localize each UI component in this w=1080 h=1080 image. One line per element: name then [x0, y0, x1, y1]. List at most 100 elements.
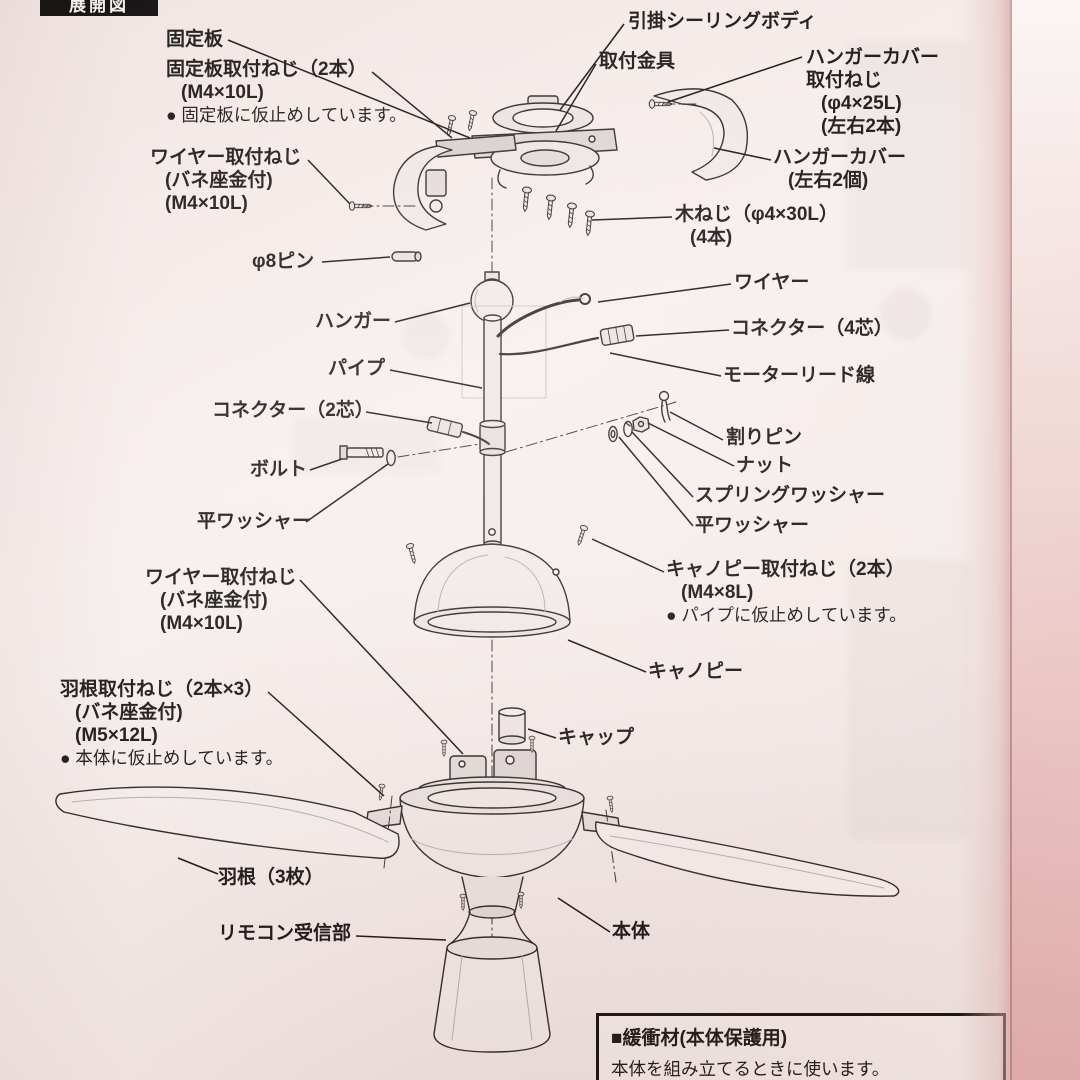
section-header-tag: 展開図 — [40, 0, 158, 16]
label-line: パイプ — [328, 358, 386, 379]
part-wood-screws — [519, 186, 596, 237]
label-line: ハンガーカバー — [806, 47, 940, 68]
part-hanger-ball — [470, 271, 514, 323]
callout-canopy-screws: キャノピー取付ねじ（2本） (M4×8L) ● パイプに仮止めしています。 — [666, 558, 907, 627]
callout-hanger: ハンガー — [315, 310, 391, 333]
label-line: (M5×12L) — [75, 725, 158, 746]
callout-ceiling-body: 引掛シーリングボディ — [628, 10, 817, 33]
callout-bolt: ボルト — [250, 458, 307, 481]
label-line: (左右2本) — [821, 116, 902, 137]
label-line: (M4×10L) — [181, 82, 264, 103]
part-bolt-washer — [339, 443, 481, 467]
label-line: (バネ座金付) — [75, 702, 183, 723]
label-line: ● 本体に仮止めしています。 — [60, 748, 284, 768]
label-line: キャノピー取付ねじ（2本） — [666, 559, 905, 580]
callout-cap: キャップ — [558, 726, 634, 749]
bleed-through-mark — [880, 288, 932, 340]
label-line: 羽根（3枚） — [218, 867, 324, 888]
bleed-through-mark — [402, 312, 450, 360]
callout-spring-washer: スプリングワッシャー — [695, 484, 885, 507]
part-hanger-cover-left — [348, 145, 453, 231]
section-header-label: 展開図 — [69, 0, 129, 15]
callout-wire-screw-upper: ワイヤー取付ねじ (バネ座金付) (M4×10L) — [150, 146, 301, 215]
part-blades — [55, 786, 900, 897]
callout-canopy: キャノピー — [648, 660, 743, 683]
leader-lines — [177, 23, 803, 941]
label-line: (M4×8L) — [681, 582, 754, 603]
label-line: 羽根取付ねじ（2本×3） — [60, 679, 264, 700]
label-line: 固定板 — [166, 29, 224, 50]
cushion-note-body: 本体を組み立てるときに使います。 — [611, 1059, 890, 1079]
callout-blade-screws: 羽根取付ねじ（2本×3） (バネ座金付) (M5×12L) ● 本体に仮止めして… — [60, 678, 283, 770]
label-line: リモコン受信部 — [218, 923, 352, 944]
part-ceiling-body — [492, 95, 594, 134]
label-line: (バネ座金付) — [165, 170, 273, 191]
label-line: スプリングワッシャー — [695, 485, 886, 506]
callout-wire-screw-lower: ワイヤー取付ねじ (バネ座金付) (M4×10L) — [145, 566, 296, 635]
label-line: (左右2個) — [788, 170, 869, 191]
label-line: 取付ねじ — [806, 70, 883, 91]
callout-wire: ワイヤー — [734, 271, 809, 294]
callout-fixing-plate-screws: 固定板取付ねじ（2本） (M4×10L) ● 固定板に仮止めしています。 — [166, 58, 407, 127]
bleed-through-block — [845, 40, 970, 270]
label-line: ハンガーカバー — [773, 147, 907, 168]
callout-connector-2core: コネクター（2芯） — [212, 399, 374, 422]
label-line: 割りピン — [726, 427, 803, 448]
part-connector-4core — [498, 324, 635, 356]
label-line: ● 固定板に仮止めしています。 — [166, 105, 407, 125]
bleed-through-block — [848, 560, 970, 840]
reference-frame — [461, 305, 547, 399]
part-hanger-cover-right — [648, 88, 749, 181]
callout-nut: ナット — [736, 454, 793, 477]
label-line: 本体 — [612, 921, 651, 942]
part-cap — [498, 707, 526, 745]
label-line: 平ワッシャー — [197, 511, 312, 532]
label-line: (バネ座金付) — [160, 590, 268, 611]
label-line: 引掛シーリングボディ — [628, 11, 817, 32]
callout-motor-lead-wire: モーターリード線 — [723, 364, 875, 387]
label-line: コネクター（4芯） — [731, 318, 893, 339]
label-line: キャノピー — [648, 661, 744, 682]
label-line: 固定板取付ねじ（2本） — [166, 59, 367, 80]
label-line: キャップ — [558, 727, 635, 748]
callout-mounting-bracket: 取付金具 — [599, 50, 675, 73]
bleed-through-block — [292, 418, 442, 474]
callout-hanger-cover: ハンガーカバー (左右2個) — [773, 146, 906, 192]
label-line: (4本) — [690, 227, 733, 248]
label-line: ● パイプに仮止めしています。 — [666, 605, 907, 625]
label-line: (φ4×25L) — [821, 93, 902, 114]
callout-connector-4core: コネクター（4芯） — [731, 317, 893, 340]
callout-split-pin: 割りピン — [726, 426, 802, 449]
callout-pin-phi8: φ8ピン — [252, 250, 314, 273]
callout-blades: 羽根（3枚） — [218, 866, 324, 889]
page-edge — [1010, 0, 1080, 1080]
callout-hanger-cover-screws: ハンガーカバー 取付ねじ (φ4×25L) (左右2本) — [806, 46, 939, 138]
label-line: φ8ピン — [252, 251, 315, 272]
label-line: ボルト — [250, 459, 308, 480]
callout-flat-washer-right: 平ワッシャー — [695, 514, 809, 537]
label-line: ナット — [736, 455, 794, 476]
label-line: (M4×10L) — [160, 613, 243, 634]
callout-main-body: 本体 — [612, 920, 650, 943]
callout-pipe: パイプ — [328, 357, 385, 380]
part-pin-phi8 — [391, 251, 422, 262]
cushion-note-title: ■緩衝材(本体保護用) — [611, 1028, 788, 1049]
callout-flat-washer-left: 平ワッシャー — [197, 510, 311, 533]
label-line: ワイヤー取付ねじ — [145, 567, 297, 588]
label-line: 取付金具 — [599, 51, 676, 72]
label-line: 木ねじ（φ4×30L） — [675, 204, 838, 225]
part-canopy — [405, 524, 589, 638]
label-line: (M4×10L) — [165, 193, 248, 214]
label-line: ワイヤー — [734, 272, 810, 293]
part-shade-receiver — [433, 891, 551, 1053]
label-line: ハンガー — [315, 311, 392, 332]
label-line: モーターリード線 — [723, 365, 876, 386]
part-fasteners-right — [505, 390, 677, 453]
label-line: 平ワッシャー — [695, 515, 810, 536]
part-main-body — [365, 735, 621, 919]
label-line: コネクター（2芯） — [212, 400, 374, 421]
part-wire — [496, 293, 591, 338]
callout-fixing-plate: 固定板 — [166, 28, 223, 51]
callout-wood-screws: 木ねじ（φ4×30L） (4本) — [675, 203, 838, 249]
